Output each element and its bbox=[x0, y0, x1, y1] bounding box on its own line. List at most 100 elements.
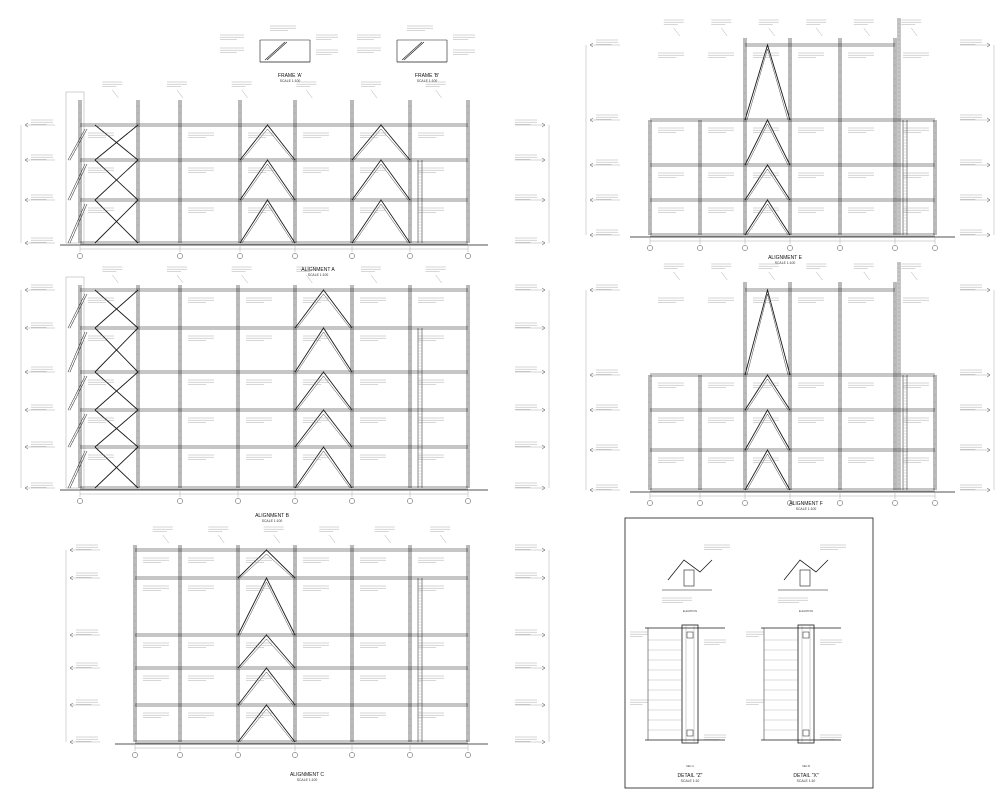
level-arrow bbox=[69, 632, 74, 638]
chevron-brace-edge bbox=[296, 450, 351, 489]
chevron-brace-edge bbox=[241, 163, 294, 201]
chevron-brace bbox=[744, 449, 791, 491]
grid-bubble bbox=[349, 498, 355, 504]
level-arrow bbox=[541, 702, 546, 708]
chevron-brace-edge bbox=[239, 708, 294, 743]
grid-bubble bbox=[892, 245, 898, 251]
detail-z-elevation-label: ELEVATION bbox=[683, 609, 697, 613]
detail-border bbox=[624, 517, 874, 789]
chevron-brace-edge bbox=[241, 203, 294, 244]
leader-line bbox=[162, 534, 169, 544]
leader-line bbox=[370, 274, 378, 284]
grid-bubble bbox=[465, 498, 471, 504]
grid-bubble bbox=[932, 500, 938, 506]
level-arrow bbox=[986, 372, 991, 378]
elevation-c: ALIGNMENT C SCALE 1:100 bbox=[65, 526, 550, 782]
chevron-brace bbox=[239, 124, 296, 161]
level-arrow bbox=[69, 547, 74, 553]
chevron-brace bbox=[237, 634, 296, 669]
grid-bubble bbox=[237, 253, 243, 259]
elevation-b: ALIGNMENT B SCALE 1:100 bbox=[20, 266, 550, 523]
grid-bubble bbox=[647, 500, 653, 506]
level-arrow bbox=[69, 702, 74, 708]
level-arrow bbox=[69, 575, 74, 581]
level-arrow bbox=[24, 369, 29, 375]
chevron-brace-edge bbox=[353, 203, 409, 244]
detail-plate bbox=[799, 569, 811, 587]
grid-bubble bbox=[349, 752, 355, 758]
grid-bubble bbox=[235, 498, 241, 504]
stair-envelope bbox=[65, 91, 85, 244]
grid-bubble bbox=[235, 752, 241, 758]
leader-line bbox=[721, 271, 728, 281]
level-arrow bbox=[986, 197, 991, 203]
frame-a-scale: SCALE 1:100 bbox=[280, 79, 301, 83]
chevron-brace bbox=[294, 327, 353, 373]
detail-bolt-group bbox=[802, 631, 810, 639]
grid-bubble bbox=[647, 245, 653, 251]
grid-bubble bbox=[742, 245, 748, 251]
leader-line bbox=[721, 27, 728, 37]
leader-line bbox=[435, 89, 442, 99]
leader-line bbox=[435, 274, 442, 284]
level-arrow bbox=[589, 287, 594, 293]
level-arrow bbox=[541, 287, 546, 293]
leader-line bbox=[673, 271, 680, 281]
level-arrow bbox=[589, 372, 594, 378]
leader-line bbox=[384, 534, 391, 544]
leader-line bbox=[329, 534, 336, 544]
chevron-brace-edge bbox=[296, 293, 351, 329]
level-arrow bbox=[69, 665, 74, 671]
leader-line bbox=[241, 89, 248, 99]
elevation-f-title: ALIGNMENT F bbox=[789, 501, 823, 507]
level-arrow bbox=[541, 632, 546, 638]
frame-stair bbox=[401, 41, 423, 61]
detail-bracket bbox=[667, 559, 713, 581]
detail-x-section-label: SEC.B bbox=[802, 764, 810, 768]
elevation-e: ALIGNMENT E SCALE 1:100 bbox=[585, 18, 995, 265]
chevron-brace-edge bbox=[746, 378, 789, 411]
grid-bubble bbox=[465, 752, 471, 758]
chevron-brace-edge bbox=[296, 413, 351, 448]
chevron-brace bbox=[239, 199, 296, 244]
detail-x-scale: SCALE 1:10 bbox=[797, 779, 816, 783]
detail-x-title: DETAIL "X" bbox=[793, 773, 818, 779]
frame-b-scale: SCALE 1:100 bbox=[417, 79, 438, 83]
grid-bubble bbox=[837, 500, 843, 506]
chevron-brace bbox=[744, 199, 791, 236]
grid-bubble bbox=[787, 245, 793, 251]
chevron-brace bbox=[351, 199, 411, 244]
leader-line bbox=[911, 27, 918, 37]
chevron-brace-edge bbox=[239, 638, 294, 669]
detail-column bbox=[797, 624, 815, 744]
leader-line bbox=[176, 89, 184, 99]
leader-line bbox=[863, 271, 870, 281]
elevation-e-title: ALIGNMENT E bbox=[768, 255, 802, 261]
grid-bubble bbox=[465, 253, 471, 259]
leader-line bbox=[112, 274, 119, 284]
chevron-brace bbox=[744, 288, 791, 376]
chevron-brace bbox=[237, 667, 296, 706]
level-arrow bbox=[24, 325, 29, 331]
stair-envelope bbox=[65, 276, 85, 489]
level-arrow bbox=[24, 485, 29, 491]
level-arrow bbox=[541, 575, 546, 581]
level-arrow bbox=[69, 739, 74, 745]
chevron-brace-edge bbox=[241, 128, 294, 161]
detail-plate bbox=[683, 569, 695, 587]
chevron-brace-edge bbox=[239, 553, 294, 579]
chevron-brace-edge bbox=[296, 375, 351, 411]
level-arrow bbox=[589, 42, 594, 48]
leader-line bbox=[768, 27, 775, 37]
chevron-brace bbox=[237, 576, 296, 636]
grid-bubble bbox=[837, 245, 843, 251]
level-arrow bbox=[541, 122, 546, 128]
chevron-brace-edge bbox=[746, 48, 789, 121]
frame-a-title: FRAME 'A' bbox=[278, 73, 302, 79]
chevron-brace bbox=[351, 124, 411, 161]
detail-z-section-label: SEC.A bbox=[686, 764, 694, 768]
chevron-brace-edge bbox=[746, 413, 789, 451]
level-arrow bbox=[986, 487, 991, 493]
grid-bubble bbox=[407, 752, 413, 758]
